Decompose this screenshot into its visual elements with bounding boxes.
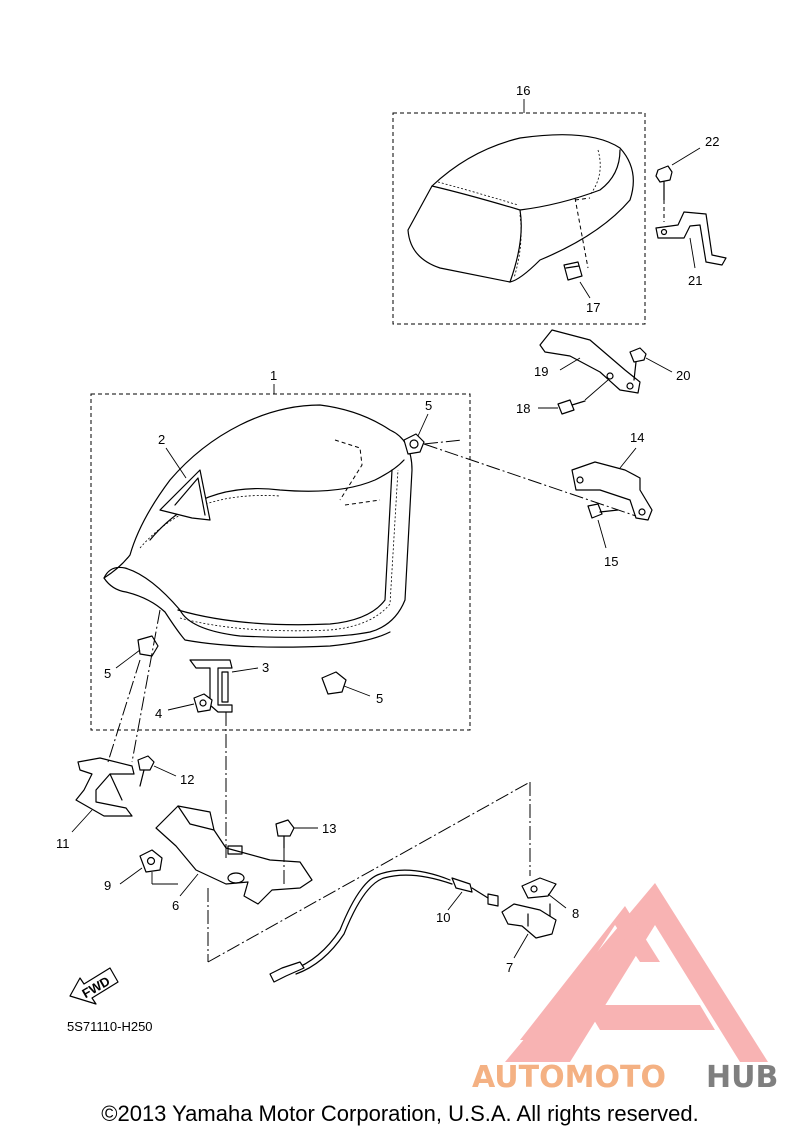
copyright-notice: ©2013 Yamaha Motor Corporation, U.S.A. A… [101,1101,699,1126]
watermark-logo [505,883,768,1062]
callout-21: 21 [688,273,702,288]
diagram-code: 5S71110-H250 [67,1019,153,1034]
main-seat [103,404,413,648]
callout-18: 18 [516,401,530,416]
damper-5-left [137,635,159,657]
bracket-11 [75,757,135,817]
bracket-19 [539,329,641,394]
bracket-14 [571,461,653,521]
callout-1: 1 [270,368,277,383]
watermark-text-hub: HUB [706,1060,778,1095]
nut-4 [193,693,213,713]
nut-9 [139,849,163,873]
cable-10 [269,869,499,983]
callout-8: 8 [572,906,579,921]
callout-6: 6 [172,898,179,913]
bracket-7 [501,903,557,939]
callout-22: 22 [705,134,719,149]
damper-5-upper [403,433,425,455]
callout-19: 19 [534,364,548,379]
callout-7: 7 [506,960,513,975]
callout-10: 10 [436,910,450,925]
bolt-12 [137,755,155,787]
bolt-22 [655,165,673,201]
callout-5-left: 5 [104,666,111,681]
callout-16: 16 [516,83,530,98]
callout-5-upper: 5 [425,398,432,413]
group-box-16 [392,112,646,325]
callout-17: 17 [586,300,600,315]
bolt-15 [587,503,619,519]
bracket-3 [189,659,233,713]
rear-seat [407,134,634,283]
watermark-text-automoto: AUTOMOTO [472,1060,666,1095]
plate-8 [521,877,557,899]
fwd-arrow-icon [69,967,119,1005]
bracket-21 [655,211,727,266]
callout-15: 15 [604,554,618,569]
damper-5-right [321,671,347,695]
bolt-20 [629,347,647,381]
callout-2: 2 [158,432,165,447]
callout-13: 13 [322,821,336,836]
bolt-13 [275,819,295,849]
callout-14: 14 [630,430,644,445]
bolt-18 [557,399,586,415]
bracket-6 [155,805,313,905]
parts-diagram: AUTOMOTO HUB 16 17 22 21 19 [56,83,778,1095]
callout-20: 20 [676,368,690,383]
callout-11: 11 [56,836,70,851]
group-box-1 [90,393,471,731]
callout-4: 4 [155,706,162,721]
callout-5-right: 5 [376,691,383,706]
callout-12: 12 [180,772,194,787]
callout-3: 3 [262,660,269,675]
rear-seat-damper-17 [563,261,583,281]
callout-9: 9 [104,878,111,893]
